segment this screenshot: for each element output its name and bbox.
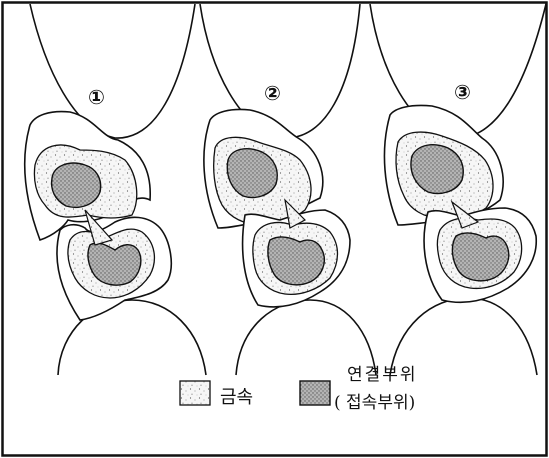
- panel-number: ③: [454, 80, 471, 104]
- legend-joint-swatch: [300, 381, 330, 405]
- panel-1: ①: [25, 85, 171, 320]
- joint-core: [452, 233, 508, 281]
- legend-joint-label-line2: ( 접속부위): [334, 388, 415, 413]
- legend-joint-label-line1: 연결부위: [347, 360, 418, 385]
- top-teeth: [30, 4, 546, 138]
- panel-3: ③: [384, 80, 536, 302]
- joint-core: [268, 237, 324, 285]
- panel-number: ②: [264, 81, 281, 105]
- joint-core: [52, 163, 101, 207]
- legend-metal-label: 금속: [220, 383, 253, 409]
- legend-metal-swatch: [180, 381, 210, 405]
- bottom-teeth: [58, 298, 537, 375]
- panel-number: ①: [88, 85, 105, 109]
